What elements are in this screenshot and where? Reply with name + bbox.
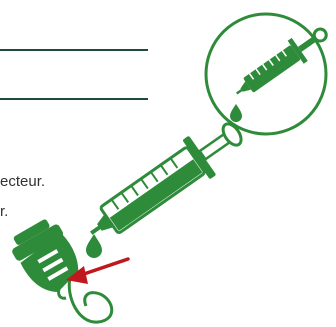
drop-icon [86, 234, 102, 258]
syringe-in-circle-icon [206, 14, 333, 134]
syringe-icon [77, 111, 251, 253]
